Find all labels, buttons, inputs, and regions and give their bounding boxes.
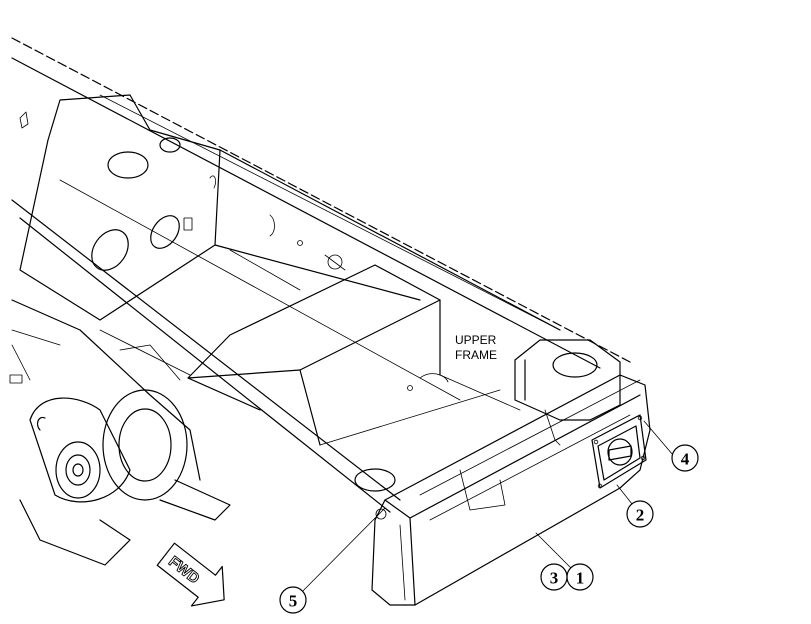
upper-frame-label-line2: FRAME: [455, 348, 497, 362]
callout-1-number: 1: [576, 569, 585, 588]
callout-5: 5: [279, 586, 307, 614]
forward-arrow: FWD: [156, 542, 225, 607]
pivot-assembly: [9, 299, 231, 566]
access-cover-plate: [591, 414, 647, 489]
rear-cover-box: [371, 374, 651, 606]
frame-top-outline: [11, 37, 631, 513]
left-frame-plate: [19, 94, 221, 321]
upper-frame-label-line1: UPPER: [455, 333, 497, 347]
callout-2: 2: [626, 500, 654, 528]
callout-4: 4: [671, 444, 699, 472]
callout-3: 3: [540, 563, 568, 591]
callout-5-number: 5: [289, 592, 298, 611]
callout-2-number: 2: [636, 506, 645, 525]
callout-1: 1: [566, 563, 594, 591]
callout-3-number: 3: [550, 569, 559, 588]
frame-center-box: [187, 264, 501, 446]
callout-4-number: 4: [681, 450, 690, 469]
rear-corner-post: [514, 339, 621, 421]
frame-inner-wall: [214, 149, 561, 331]
frame-floor: [99, 329, 521, 492]
